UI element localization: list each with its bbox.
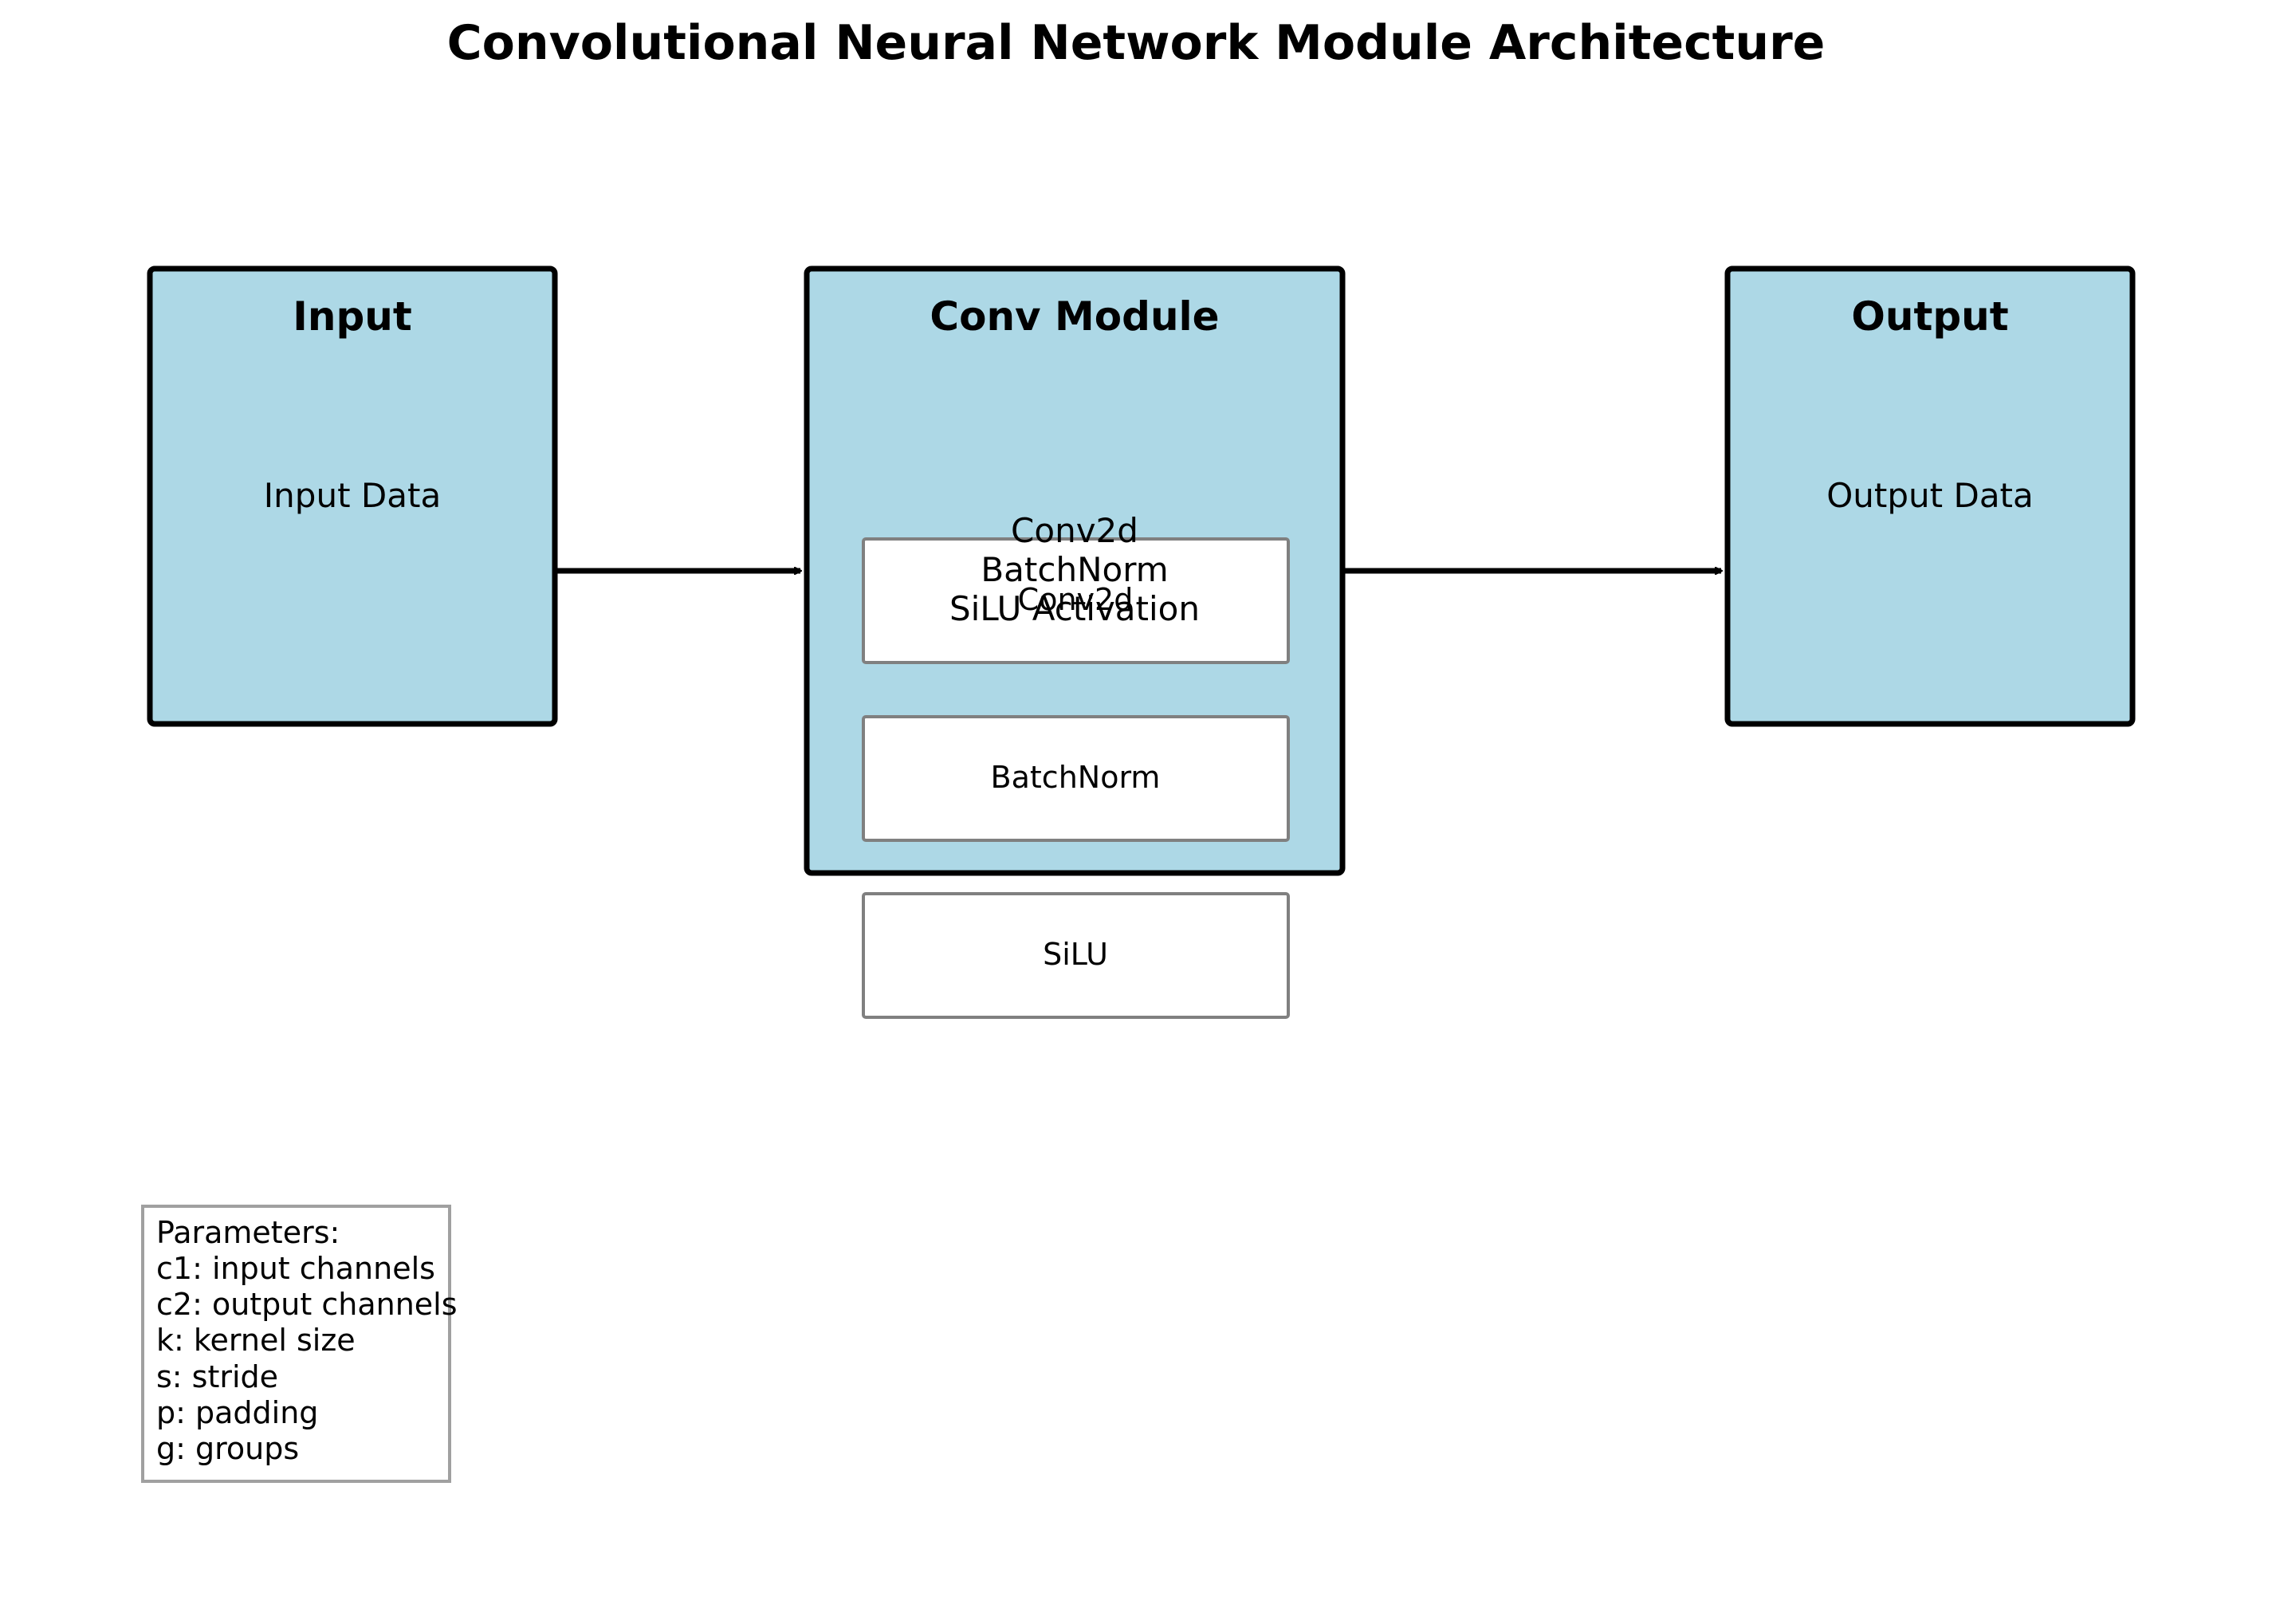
input-block-box bbox=[147, 265, 558, 727]
conv-module-line-conv2d: Conv2d bbox=[1011, 511, 1138, 550]
diagram-title: Convolutional Neural Network Module Arch… bbox=[447, 15, 1826, 71]
output-block-title: Output bbox=[1851, 293, 2008, 340]
sublayer-batchnorm-label: BatchNorm bbox=[991, 760, 1161, 795]
output-block: Output Output Data bbox=[1724, 265, 2136, 727]
sublayer-silu-label: SiLU bbox=[1043, 937, 1108, 972]
parameter-item: p: padding bbox=[156, 1395, 318, 1430]
input-block-title: Input bbox=[293, 293, 412, 340]
input-block: Input Input Data bbox=[147, 265, 558, 727]
conv-module-line-silu: SiLU Activation bbox=[949, 589, 1200, 628]
conv-module-line-batchnorm: BatchNorm bbox=[981, 550, 1168, 589]
parameter-item: c1: input channels bbox=[156, 1251, 435, 1286]
sublayer-batchnorm-box bbox=[862, 715, 1290, 842]
sublayer-conv2d-label: Conv2d bbox=[1018, 582, 1134, 617]
sublayer-silu: SiLU bbox=[862, 892, 1290, 1019]
parameter-item: k: kernel size bbox=[156, 1323, 356, 1358]
parameter-item: s: stride bbox=[156, 1359, 278, 1394]
sublayer-silu-box bbox=[862, 892, 1290, 1019]
parameters-heading: Parameters: bbox=[156, 1215, 340, 1250]
output-block-box bbox=[1724, 265, 2136, 727]
parameter-item: c2: output channels bbox=[156, 1287, 458, 1322]
input-block-text: Input Data bbox=[264, 476, 441, 515]
parameters-legend-box bbox=[141, 1205, 451, 1483]
output-block-text: Output Data bbox=[1826, 476, 2034, 515]
parameters-legend: Parameters: c1: input channels c2: outpu… bbox=[141, 1205, 458, 1483]
sublayer-batchnorm: BatchNorm bbox=[862, 715, 1290, 842]
conv-module-title: Conv Module bbox=[930, 293, 1219, 340]
sublayer-conv2d: Conv2d bbox=[862, 537, 1290, 664]
parameter-item: g: groups bbox=[156, 1431, 299, 1466]
sublayer-conv2d-box bbox=[862, 537, 1290, 664]
